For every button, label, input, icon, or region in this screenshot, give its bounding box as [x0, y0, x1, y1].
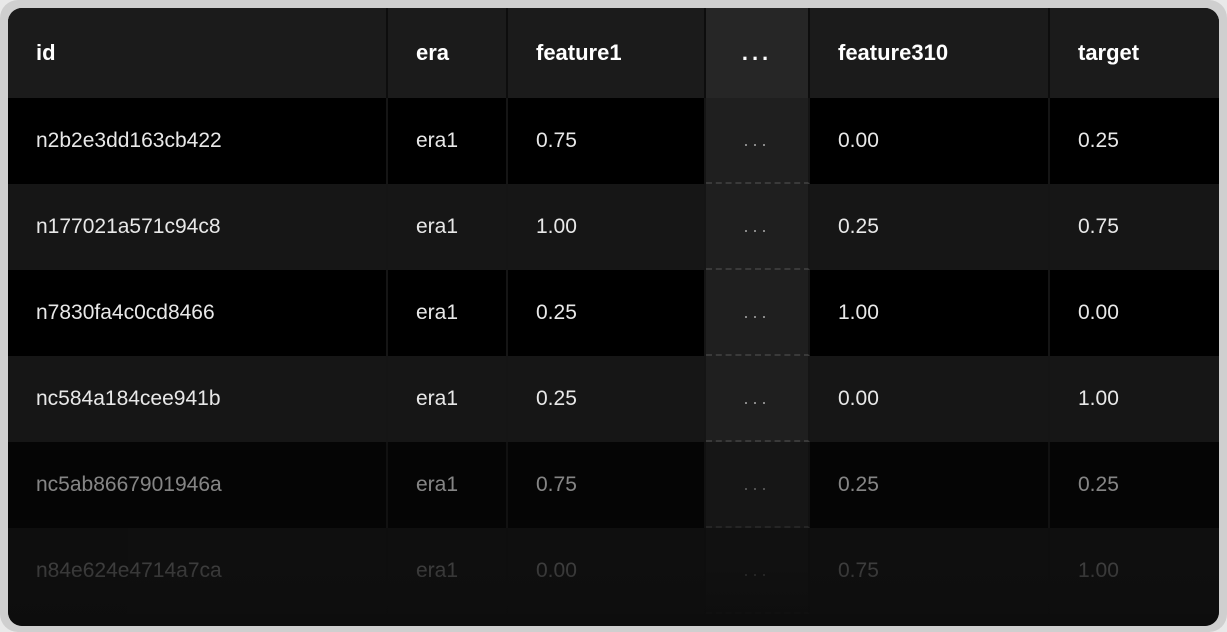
cell-ellipsis: ... — [706, 356, 810, 442]
table-row: n177021a571c94c8 era1 1.00 ... 0.25 0.75 — [8, 184, 1219, 270]
cell-ellipsis: ... — [706, 184, 810, 270]
header-feature1: feature1 — [508, 8, 706, 98]
cell-target: 1.00 — [1050, 356, 1219, 442]
cell-era: era1 — [388, 442, 508, 528]
cell-id: nc5ab8667901946a — [8, 442, 388, 528]
cell-feature310: 0.75 — [810, 528, 1050, 614]
header-target: target — [1050, 8, 1219, 98]
cell-ellipsis: ... — [706, 442, 810, 528]
cell-feature1: 1.00 — [508, 184, 706, 270]
cell-id: n7830fa4c0cd8466 — [8, 270, 388, 356]
cell-feature310: 0.25 — [810, 442, 1050, 528]
header-ellipsis: ... — [706, 8, 810, 98]
cell-ellipsis: ... — [706, 528, 810, 614]
cell-target: 0.00 — [1050, 270, 1219, 356]
header-feature310: feature310 — [810, 8, 1050, 98]
cell-feature310: 1.00 — [810, 270, 1050, 356]
cell-id: n2b2e3dd163cb422 — [8, 98, 388, 184]
cell-era: era1 — [388, 98, 508, 184]
cell-feature1: 0.75 — [508, 442, 706, 528]
cell-id: n177021a571c94c8 — [8, 184, 388, 270]
cell-feature310: 0.00 — [810, 356, 1050, 442]
cell-feature1: 0.00 — [508, 528, 706, 614]
table-row: n2b2e3dd163cb422 era1 0.75 ... 0.00 0.25 — [8, 98, 1219, 184]
cell-ellipsis: ... — [706, 98, 810, 184]
header-era: era — [388, 8, 508, 98]
cell-ellipsis: ... — [706, 270, 810, 356]
table-row: n84e624e4714a7ca era1 0.00 ... 0.75 1.00 — [8, 528, 1219, 614]
cell-era: era1 — [388, 184, 508, 270]
cell-feature310: 0.25 — [810, 184, 1050, 270]
cell-era: era1 — [388, 270, 508, 356]
cell-era: era1 — [388, 356, 508, 442]
data-table: id era feature1 ... feature310 target n2… — [8, 8, 1219, 614]
data-table-container: id era feature1 ... feature310 target n2… — [8, 8, 1219, 626]
table-row: n7830fa4c0cd8466 era1 0.25 ... 1.00 0.00 — [8, 270, 1219, 356]
cell-id: nc584a184cee941b — [8, 356, 388, 442]
cell-era: era1 — [388, 528, 508, 614]
cell-target: 1.00 — [1050, 528, 1219, 614]
cell-target: 0.75 — [1050, 184, 1219, 270]
cell-target: 0.25 — [1050, 98, 1219, 184]
cell-feature310: 0.00 — [810, 98, 1050, 184]
cell-feature1: 0.25 — [508, 356, 706, 442]
cell-target: 0.25 — [1050, 442, 1219, 528]
cell-feature1: 0.75 — [508, 98, 706, 184]
table-row: nc584a184cee941b era1 0.25 ... 0.00 1.00 — [8, 356, 1219, 442]
header-row: id era feature1 ... feature310 target — [8, 8, 1219, 98]
table-row: nc5ab8667901946a era1 0.75 ... 0.25 0.25 — [8, 442, 1219, 528]
header-id: id — [8, 8, 388, 98]
cell-feature1: 0.25 — [508, 270, 706, 356]
cell-id: n84e624e4714a7ca — [8, 528, 388, 614]
